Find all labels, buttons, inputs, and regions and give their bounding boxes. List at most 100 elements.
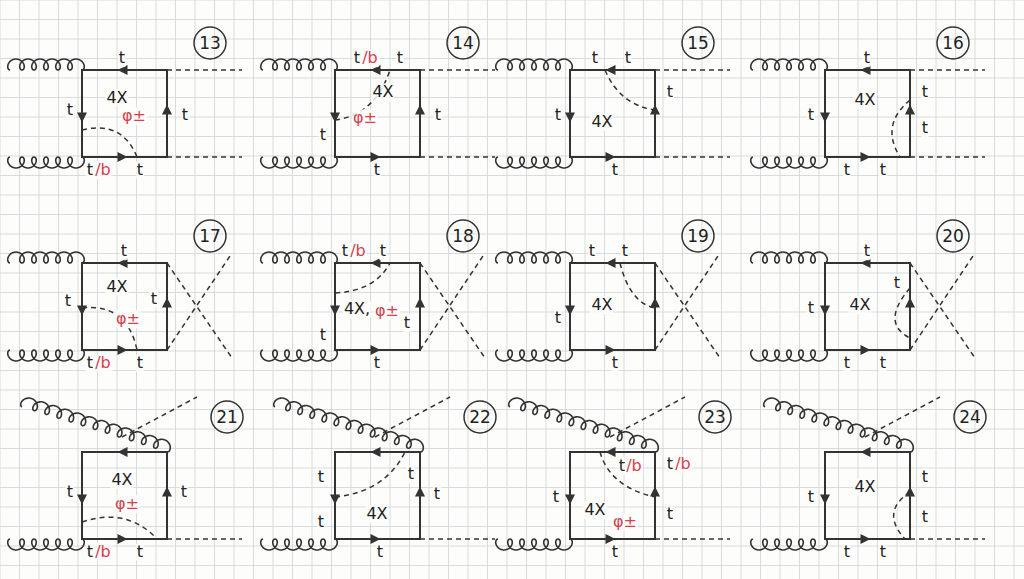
grid-line	[0, 19, 1024, 20]
grid-line	[721, 0, 722, 579]
grid-line	[58, 0, 59, 579]
gluon-line	[261, 539, 338, 550]
particle-label: t	[843, 354, 851, 372]
grid-line	[97, 0, 98, 579]
scalar-line	[610, 397, 685, 437]
grid-line	[0, 390, 1024, 391]
grid-line	[19, 0, 20, 579]
fermion-arrow	[415, 298, 425, 308]
particle-label: 4X	[853, 91, 876, 109]
diagram-number: 15	[686, 34, 710, 53]
grid-line	[1014, 0, 1015, 579]
grid-line	[507, 0, 508, 579]
particle-label: t	[921, 508, 929, 526]
fermion-arrow	[905, 298, 915, 308]
gluon-line	[261, 252, 338, 263]
grid-line	[0, 175, 1024, 176]
grid-line	[916, 0, 917, 579]
particle-label: t	[843, 543, 851, 561]
red-annotation: φ±	[115, 310, 141, 328]
particle-label: 4X	[105, 89, 128, 107]
gluon-line	[496, 539, 573, 550]
red-annotation: φ±	[114, 495, 140, 513]
internal-scalar-line	[620, 263, 655, 308]
particle-label: t	[621, 242, 629, 260]
particle-label: t	[120, 242, 128, 260]
particle-label: t	[66, 483, 74, 501]
red-annotation: /b	[94, 543, 112, 561]
gluon-line	[509, 398, 659, 452]
particle-label: 4X	[105, 278, 128, 296]
fermion-arrow	[118, 447, 128, 457]
red-annotation: φ±	[612, 513, 638, 531]
feynman-box-diagram	[8, 397, 243, 550]
red-annotation: /b	[625, 457, 643, 475]
fermion-arrow	[162, 487, 172, 497]
feynman-box-diagram	[8, 220, 232, 361]
particle-label: t	[921, 119, 929, 137]
feynman-box-diagram	[261, 27, 495, 168]
fermion-arrow	[330, 306, 340, 316]
fermion-arrow	[565, 306, 575, 316]
red-annotation: φ±	[121, 107, 147, 125]
grid-line	[0, 136, 1024, 137]
grid-line	[682, 0, 683, 579]
scalar-line	[910, 253, 975, 350]
scalar-line	[655, 253, 720, 350]
grid-line	[526, 0, 527, 579]
grid-line	[0, 331, 1024, 332]
grid-line	[448, 0, 449, 579]
gluon-line	[274, 398, 424, 452]
grid-line	[546, 0, 547, 579]
particle-label: 4X	[583, 501, 606, 519]
particle-label: t	[319, 326, 327, 344]
fermion-arrow	[565, 113, 575, 123]
particle-label: t	[181, 106, 189, 124]
particle-label: t	[136, 354, 144, 372]
top-quark-loop	[82, 263, 167, 350]
particle-label: 4X	[848, 296, 871, 314]
particle-label: t	[879, 354, 887, 372]
diagram-number: 13	[198, 34, 222, 53]
particle-label: t	[666, 455, 674, 473]
scalar-line	[375, 397, 450, 437]
gluon-line	[751, 252, 828, 263]
particle-label: t	[554, 106, 562, 124]
particle-label: t	[373, 354, 381, 372]
particle-label: t	[86, 354, 94, 372]
grid-line	[799, 0, 800, 579]
gluon-line	[8, 539, 85, 550]
grid-line	[877, 0, 878, 579]
particle-label: t	[611, 161, 619, 179]
gluon-line	[261, 350, 338, 361]
scalar-line	[420, 253, 485, 350]
top-quark-loop	[825, 452, 910, 539]
gluon-line	[8, 59, 85, 70]
particle-label: t	[807, 488, 815, 506]
scalar-line	[420, 156, 495, 158]
feynman-box-diagram	[496, 397, 731, 550]
number-circle	[464, 401, 496, 433]
diagram-number: 17	[198, 227, 222, 246]
top-quark-loop	[82, 70, 167, 157]
grid-line	[0, 214, 1024, 215]
top-quark-loop	[825, 70, 910, 157]
scalar-line	[122, 397, 197, 437]
top-quark-loop	[82, 452, 167, 539]
grid-line	[39, 0, 40, 579]
internal-scalar-line	[335, 452, 405, 497]
number-circle	[682, 27, 714, 59]
red-annotation: φ±	[374, 302, 400, 320]
red-annotation: /b	[674, 455, 692, 473]
grid-line	[253, 0, 254, 579]
fermion-arrow	[371, 447, 381, 457]
scalar-line	[167, 156, 242, 158]
fermion-arrow	[820, 113, 830, 123]
red-annotation: /b	[361, 49, 379, 67]
grid-line	[175, 0, 176, 579]
particle-label: t	[407, 465, 415, 483]
feynman-box-diagram	[496, 27, 730, 168]
grid-line	[0, 409, 1024, 410]
